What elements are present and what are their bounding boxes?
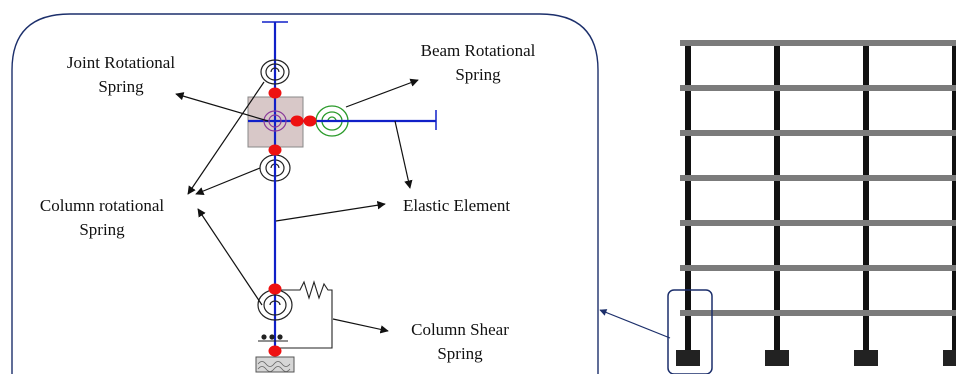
callout-panel	[11, 13, 599, 374]
frame-beam-5	[680, 130, 956, 136]
frame-column-2	[774, 43, 780, 353]
column-spring-label-line1: Column rotational	[40, 196, 164, 215]
arrow-shear	[332, 318, 389, 334]
joint-spring-icon	[263, 110, 287, 132]
frame-column-1	[685, 43, 691, 353]
frame-beam-3	[680, 220, 956, 226]
joint-spring-label-line2: Spring	[98, 77, 144, 96]
frame-footing-2	[765, 350, 789, 366]
hinge-node-top	[268, 87, 282, 99]
upper-column-spring-icon	[260, 59, 290, 85]
callout-connector-arrow	[599, 309, 671, 339]
frame-footing-1	[676, 350, 700, 366]
frame-footing-3	[854, 350, 878, 366]
frame-column-3	[863, 43, 869, 353]
hinge-node-base	[268, 283, 282, 295]
shear-spring-label-line2: Spring	[437, 344, 483, 363]
beam-spring-label-line2: Spring	[455, 65, 501, 84]
frame-beam-6	[680, 85, 956, 91]
base-column-spring-icon	[257, 289, 293, 321]
arrow-elastic-column	[275, 201, 386, 222]
arrow-column-base	[197, 208, 263, 306]
frame-beam-4	[680, 175, 956, 181]
arrow-column-upper	[187, 81, 265, 195]
frame-footing-4	[943, 350, 956, 366]
hinge-node-joint	[290, 115, 304, 127]
leader-arrows	[175, 78, 419, 334]
ground-support-icon	[255, 356, 295, 373]
arrow-column-lower	[195, 167, 261, 196]
hinge-nodes	[268, 87, 317, 357]
frame-detail-box	[667, 289, 713, 374]
shear-spring-icon	[275, 280, 333, 349]
hinge-node-ground	[268, 345, 282, 357]
shear-spring-label-line1: Column Shear	[411, 320, 509, 339]
frame-beam-2	[680, 265, 956, 271]
beam-spring-label-line1: Beam Rotational	[421, 41, 536, 60]
joint-spring-label-line1: Joint Rotational	[67, 53, 175, 72]
frame-beam-7	[680, 40, 956, 46]
arrow-elastic-beam	[394, 120, 413, 189]
hinge-node-beam	[303, 115, 317, 127]
frame-column-4	[952, 43, 956, 353]
hinge-node-bottom	[268, 144, 282, 156]
roller-support-icon	[258, 334, 288, 342]
column-spring-label-line2: Spring	[79, 220, 125, 239]
arrow-beam	[345, 78, 419, 108]
elastic-element-label: Elastic Element	[403, 196, 510, 215]
building-frame	[676, 40, 956, 366]
frame-beam-1	[680, 310, 956, 316]
component-model	[247, 21, 437, 373]
arrow-joint	[175, 92, 269, 122]
